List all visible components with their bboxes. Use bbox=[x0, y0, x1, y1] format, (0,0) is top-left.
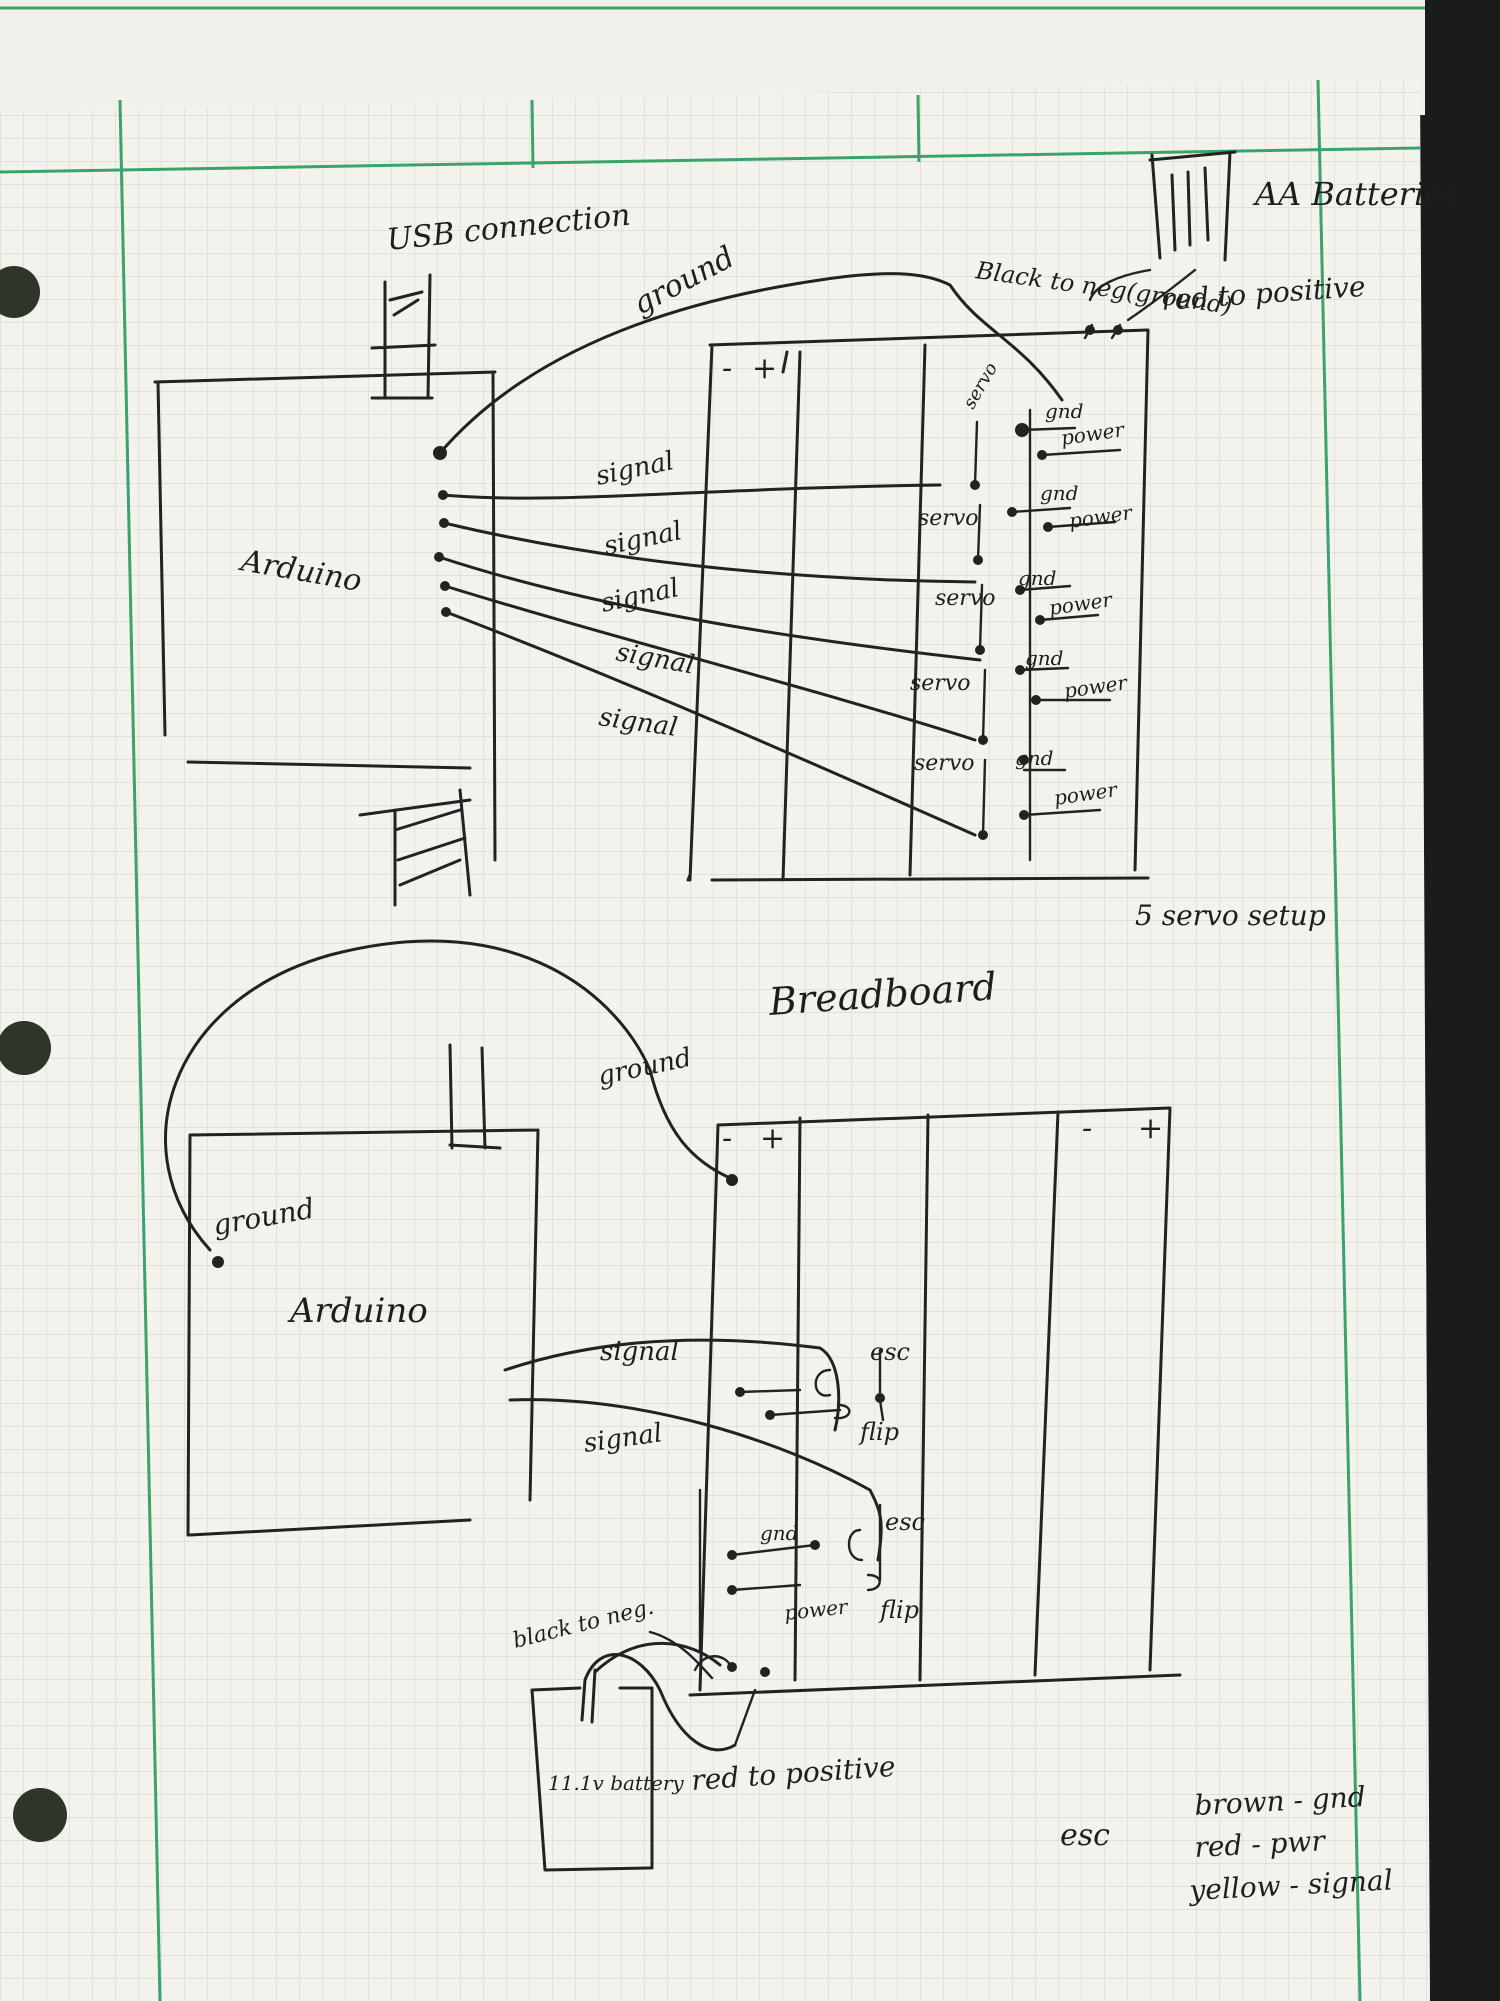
esc1-pin-a bbox=[735, 1387, 745, 1397]
esc-label-2: esc bbox=[885, 1508, 925, 1536]
breadboard-top bbox=[686, 328, 1150, 882]
battery-neg-terminal bbox=[1085, 325, 1095, 335]
signal-wire-2 bbox=[442, 521, 977, 584]
rail-divider bbox=[781, 350, 789, 374]
breadboard-bottom bbox=[688, 1106, 1182, 1697]
arduino-board-bottom bbox=[186, 1043, 540, 1537]
five-servo-setup-caption: 5 servo setup bbox=[1135, 899, 1326, 932]
signal-label-bottom-1: signal bbox=[600, 1337, 679, 1367]
arduino-ground-pin bbox=[212, 1256, 224, 1268]
esc1-pin-c bbox=[875, 1393, 885, 1403]
margin-lines bbox=[0, 79, 1421, 2001]
servo-label-4: servo bbox=[910, 671, 971, 696]
rail-plus-bottom-right: + bbox=[1138, 1111, 1163, 1146]
arduino-label-bottom: Arduino bbox=[287, 1291, 428, 1331]
esc1-pin-b bbox=[765, 1410, 775, 1420]
gnd-label-4: gnd bbox=[1025, 646, 1064, 670]
esc-flip-connector-1 bbox=[738, 1348, 885, 1422]
servo-label-3: servo bbox=[935, 586, 996, 611]
rail-minus-bottom-left: - bbox=[722, 1121, 732, 1156]
esc2-pin-a bbox=[727, 1550, 737, 1560]
rail-plus-top: + bbox=[752, 351, 777, 386]
gnd-label-5: gnd bbox=[1015, 746, 1054, 770]
grid-lines bbox=[0, 78, 1430, 2001]
flip-label-2: flip bbox=[878, 1596, 919, 1624]
rail-plus-bottom-left: + bbox=[760, 1121, 785, 1156]
binder-holes bbox=[0, 266, 67, 1842]
battery-leads bbox=[1083, 268, 1197, 340]
gnd-label-bottom: gnd bbox=[760, 1521, 799, 1545]
signal-wire-5 bbox=[444, 610, 977, 837]
flip-label-1: flip bbox=[858, 1418, 899, 1446]
esc-flip-connector-2 bbox=[698, 1488, 882, 1652]
rail-minus-top: - bbox=[722, 351, 732, 386]
gnd-label-2: gnd bbox=[1040, 481, 1079, 505]
esc2-pin-b bbox=[727, 1585, 737, 1595]
arduino-board-top bbox=[153, 370, 497, 862]
servo-label-5: servo bbox=[914, 751, 975, 776]
ground-wire bbox=[438, 272, 1064, 455]
esc-label-1: esc bbox=[870, 1338, 910, 1366]
breadboard-ground-pin bbox=[726, 1174, 738, 1186]
gnd-label-3: gnd bbox=[1018, 566, 1057, 590]
usb-connector bbox=[370, 273, 437, 400]
bottom-diagram bbox=[164, 939, 1182, 1872]
rail-minus-bottom-right: - bbox=[1082, 1111, 1092, 1146]
board-neg-rail-pin bbox=[727, 1662, 737, 1672]
legend-title: esc bbox=[1060, 1818, 1110, 1853]
battery-to-board-wires bbox=[648, 1630, 757, 1747]
signal-wire-1 bbox=[441, 483, 942, 500]
battery-label-bottom: 11.1v battery bbox=[548, 1771, 684, 1795]
signal-wire-4 bbox=[443, 584, 977, 742]
servo-columns bbox=[973, 420, 987, 837]
signal-wire-esc-1 bbox=[503, 1338, 841, 1432]
legend-line-red: red - pwr bbox=[1194, 1824, 1328, 1864]
scribble-mark bbox=[358, 788, 472, 907]
gnd-label-1: gnd bbox=[1045, 399, 1084, 423]
servo-label-2: servo bbox=[918, 506, 979, 531]
gnd-power-wires bbox=[1010, 408, 1122, 862]
board-pos-rail-pin bbox=[760, 1667, 770, 1677]
aa-batteries-label: AA Batteries bbox=[1252, 175, 1460, 213]
top-diagram bbox=[153, 150, 1237, 907]
ground-wire-bottom bbox=[164, 939, 732, 1252]
battery-pos-terminal bbox=[1113, 325, 1123, 335]
aa-battery-pack bbox=[1148, 150, 1237, 262]
signal-wire-3 bbox=[437, 555, 982, 662]
lipo-battery bbox=[530, 1668, 654, 1872]
esc2-pin-c bbox=[810, 1540, 820, 1550]
